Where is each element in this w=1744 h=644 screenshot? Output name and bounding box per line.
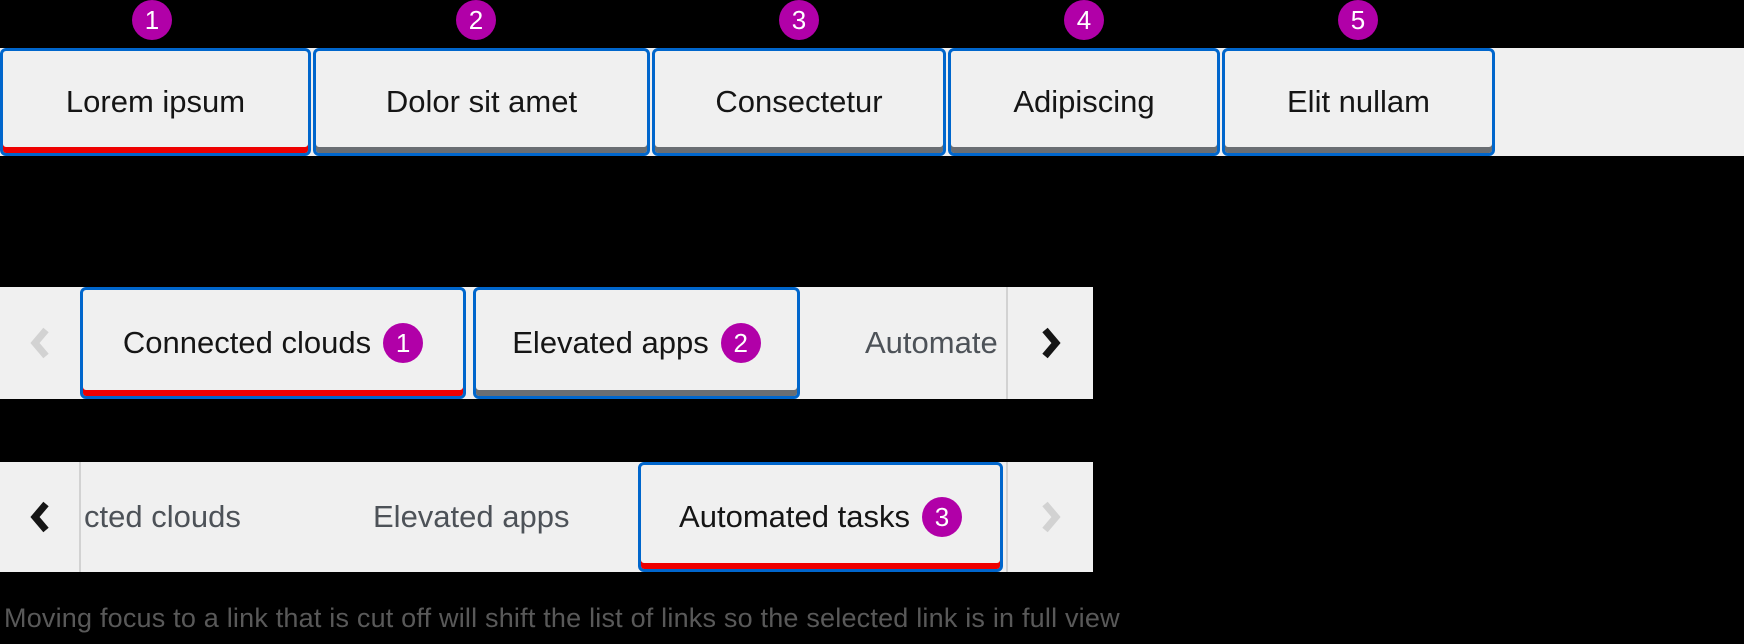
link-elevated-apps[interactable]: Elevated apps [373, 462, 569, 572]
scroll-divider [1006, 287, 1008, 399]
annotation-badge-2: 2 [456, 0, 496, 40]
scroll-right-button[interactable] [1008, 287, 1093, 399]
chevron-right-icon [1040, 327, 1062, 359]
tab-bar-scrolled-start: Automate Connected clouds 1 Elevated app… [0, 287, 1093, 399]
annotation-badge-number: 3 [791, 5, 807, 35]
figure-caption: Moving focus to a link that is cut off w… [4, 603, 1120, 633]
tab-label: Automated tasks [679, 499, 910, 534]
annotation-badge-3: 3 [921, 497, 962, 537]
chevron-right-icon [1040, 501, 1062, 533]
chevron-left-icon [29, 501, 51, 533]
link-label: Elevated apps [373, 499, 570, 534]
annotation-badge-5: 5 [1338, 0, 1378, 40]
tab-label: Elevated apps [512, 325, 709, 360]
link-label: Automate [865, 325, 998, 360]
annotation-badge-number: 2 [733, 328, 748, 358]
tab-bar-basic: Lorem ipsum Dolor sit amet Consectetur A… [0, 48, 1744, 156]
tab-elit-nullam[interactable]: Elit nullam [1222, 48, 1495, 156]
tab-adipiscing[interactable]: Adipiscing [948, 48, 1220, 156]
tab-label: Consectetur [715, 84, 883, 119]
annotation-badge-1: 1 [132, 0, 172, 40]
annotation-badge-number: 1 [395, 328, 411, 358]
chevron-left-icon [29, 327, 51, 359]
tabs-viewport: Automate [80, 287, 1006, 399]
tab-connected-clouds[interactable]: Connected clouds 1 [80, 287, 466, 399]
annotation-badge-1: 1 [383, 323, 424, 363]
annotation-badge-number: 3 [934, 502, 950, 532]
annotation-badge-4: 4 [1064, 0, 1104, 40]
annotation-badge-3: 3 [779, 0, 819, 40]
link-automated-tasks-clipped[interactable]: Automate [865, 287, 998, 399]
tab-label: Dolor sit amet [385, 84, 578, 119]
scroll-divider [1006, 462, 1008, 572]
tab-automated-tasks[interactable]: Automated tasks 3 [638, 462, 1003, 572]
tab-label: Connected clouds [122, 325, 372, 360]
annotation-badge-number: 4 [1076, 5, 1092, 35]
tabs-viewport: cted clouds Elevated apps [81, 462, 1006, 572]
tab-dolor-sit-amet[interactable]: Dolor sit amet [313, 48, 650, 156]
tab-lorem-ipsum[interactable]: Lorem ipsum [0, 48, 311, 156]
scroll-left-button[interactable] [0, 462, 80, 572]
annotation-badge-number: 2 [468, 5, 484, 35]
annotation-badge-number: 1 [144, 5, 160, 35]
scroll-divider [79, 462, 81, 572]
tab-label: Elit nullam [1287, 84, 1430, 119]
tab-elevated-apps[interactable]: Elevated apps 2 [473, 287, 800, 399]
scroll-left-button [0, 287, 80, 399]
tab-bar-scrolled-end: cted clouds Elevated apps Automated task… [0, 462, 1093, 572]
tab-label: Lorem ipsum [65, 84, 246, 119]
annotation-badge-2: 2 [720, 323, 761, 363]
link-connected-clouds-clipped[interactable]: cted clouds [84, 462, 241, 572]
tab-consectetur[interactable]: Consectetur [652, 48, 946, 156]
tab-label: Adipiscing [1013, 84, 1155, 119]
scroll-right-button [1008, 462, 1093, 572]
annotation-badge-number: 5 [1350, 5, 1366, 35]
link-label: cted clouds [84, 499, 241, 534]
